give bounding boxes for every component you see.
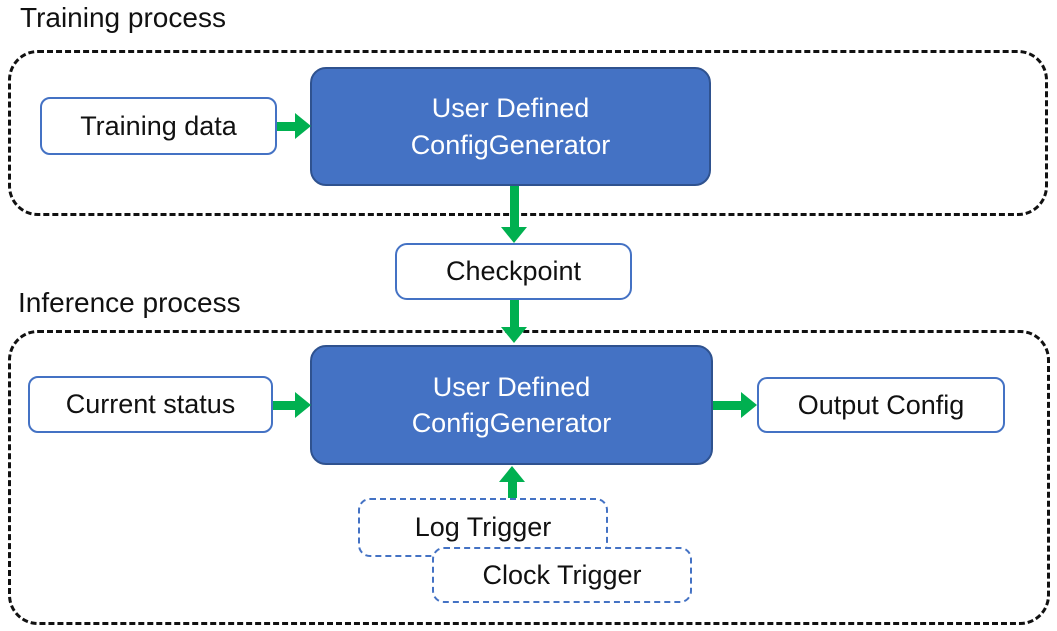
training-data-box: Training data <box>40 97 277 155</box>
arrow-shaft <box>273 400 295 410</box>
output-config-box: Output Config <box>757 377 1005 433</box>
arrow-head <box>499 466 525 482</box>
training-process-label: Training process <box>20 2 226 33</box>
arrow-down-icon-checkpoint-to-generator <box>500 300 528 343</box>
arrow-right-icon-training-data-to-generator <box>277 113 311 139</box>
inference-config-generator-line2: ConfigGenerator <box>411 408 612 438</box>
arrow-head <box>295 392 311 418</box>
arrow-head <box>741 392 757 418</box>
inference-config-generator-box: User Defined ConfigGenerator <box>310 345 713 465</box>
current-status-box: Current status <box>28 376 273 433</box>
arrow-up-icon-triggers-to-generator <box>498 466 526 498</box>
checkpoint-box: Checkpoint <box>395 243 632 300</box>
arrow-shaft <box>509 300 519 327</box>
inference-section-frame <box>8 330 1050 625</box>
arrow-shaft <box>509 186 519 227</box>
arrow-right-icon-generator-to-output <box>713 392 757 418</box>
arrow-head <box>501 227 527 243</box>
training-section-frame <box>8 50 1048 216</box>
arrow-head <box>295 113 311 139</box>
arrow-down-icon-generator-to-checkpoint <box>500 186 528 243</box>
arrow-shaft <box>713 400 741 410</box>
arrow-right-icon-current-status-to-generator <box>273 392 311 418</box>
arrow-shaft <box>507 482 517 498</box>
inference-process-label: Inference process <box>18 287 241 318</box>
arrow-shaft <box>277 121 295 131</box>
arrow-head <box>501 327 527 343</box>
clock-trigger-box: Clock Trigger <box>432 547 692 603</box>
training-config-generator-box: User Defined ConfigGenerator <box>310 67 711 186</box>
training-config-generator-line2: ConfigGenerator <box>410 129 611 160</box>
inference-config-generator-line1: User Defined <box>432 371 591 402</box>
training-config-generator-line1: User Defined <box>431 93 590 124</box>
